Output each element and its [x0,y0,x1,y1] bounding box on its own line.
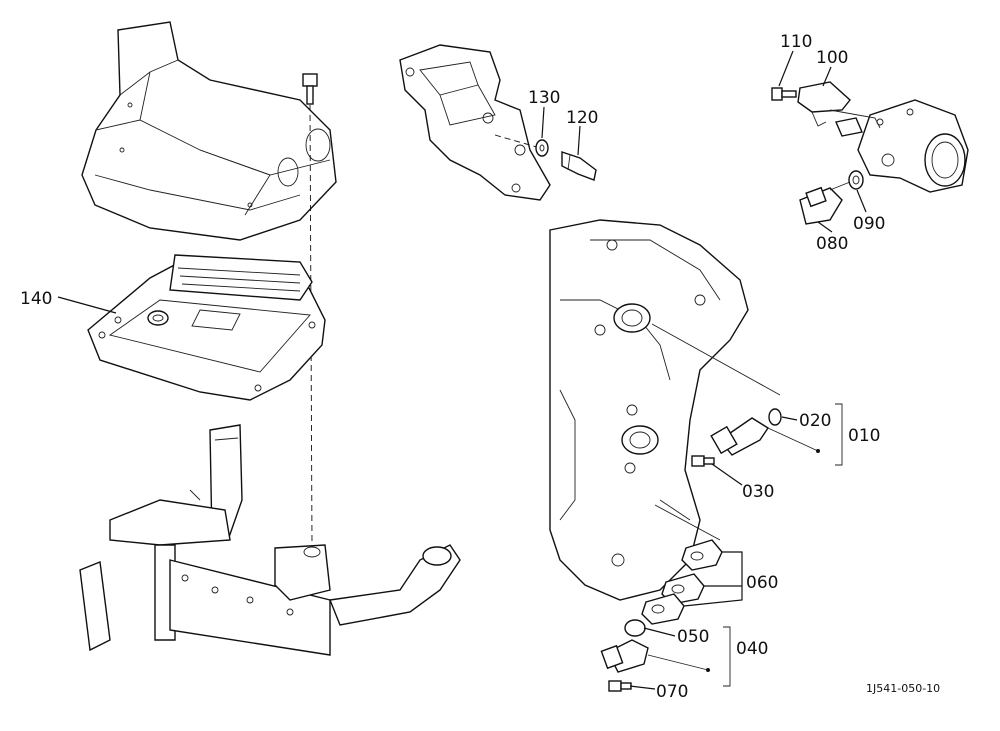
callout-labels: 140 130 120 110 100 090 080 020 010 030 … [20,32,940,702]
callout-050: 050 [677,627,709,647]
callout-130: 130 [528,88,560,108]
callout-120: 120 [566,108,598,128]
callout-060: 060 [746,573,778,593]
leader-lines [57,50,867,690]
speed-sensor-010 [710,417,769,456]
sensor-080 [799,181,851,225]
callout-080: 080 [816,234,848,254]
sensor-bracket-100 [797,81,881,137]
callout-040: 040 [736,639,768,659]
diagram-reference-code: 1J541-050-10 [866,682,940,695]
callout-030: 030 [742,482,774,502]
callout-010: 010 [848,426,880,446]
callout-110: 110 [780,32,812,52]
mounting-bracket [79,424,461,656]
bolt-030 [691,455,715,467]
callout-020: 020 [799,411,831,431]
gasket-060 [641,539,723,625]
callout-140: 140 [20,289,52,309]
o-ring-050 [624,619,646,637]
callout-090: 090 [853,214,885,234]
callout-100: 100 [816,48,848,68]
bolt-110 [771,87,797,101]
temperature-sensor-120 [561,151,597,181]
callout-070: 070 [656,682,688,702]
gear-case [549,219,781,601]
washer-130 [535,139,549,157]
thermostat-housing [399,44,551,201]
washer-090 [848,170,864,190]
speed-sensor-040 [600,639,649,673]
bolt-070 [608,680,632,692]
water-flange [857,99,969,193]
ecu-cover [81,21,337,241]
ecu-unit [87,254,326,401]
o-ring-020 [768,408,782,426]
